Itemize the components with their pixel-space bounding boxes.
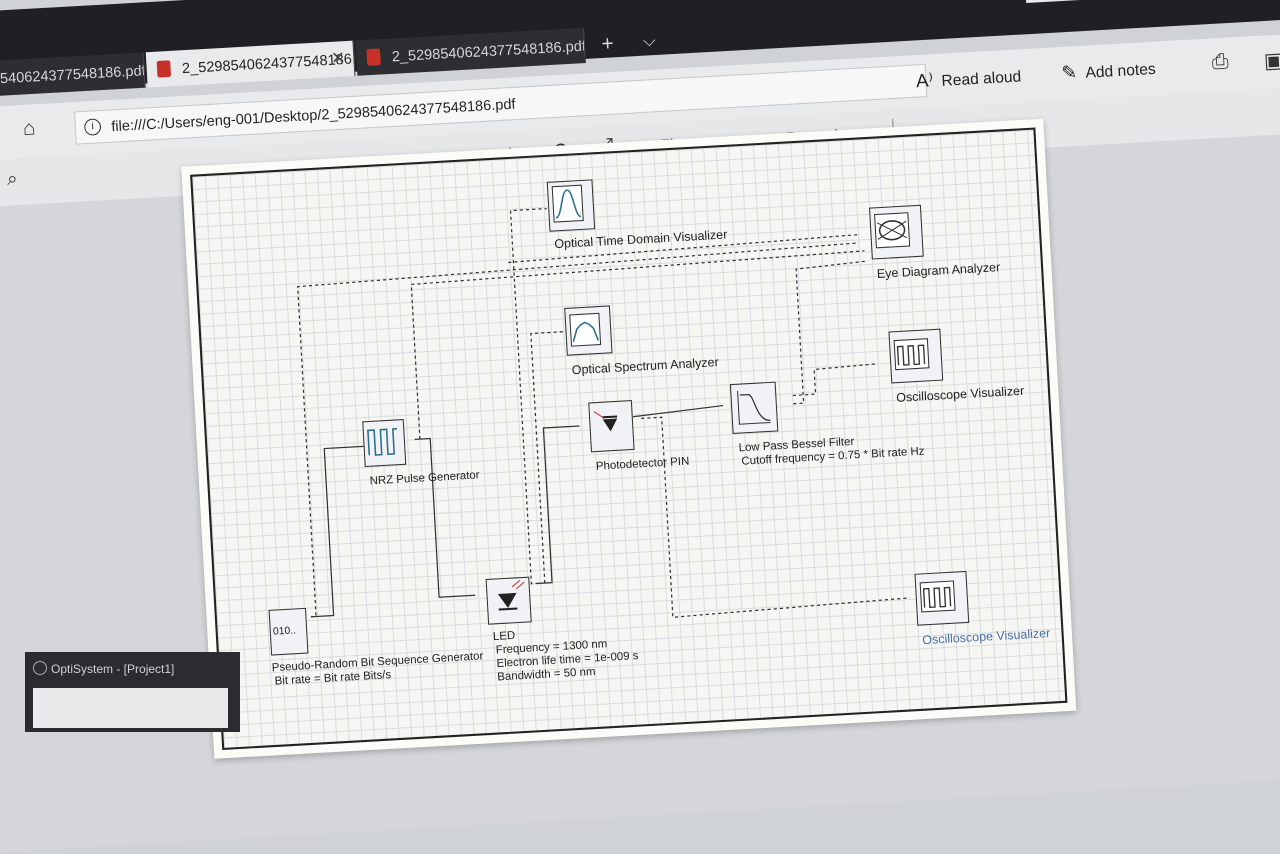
oscilloscope-visualizer-1[interactable] <box>888 328 944 384</box>
close-tab-icon[interactable]: ✕ <box>330 49 346 68</box>
photodetector-pin[interactable] <box>588 400 635 453</box>
led[interactable] <box>485 576 532 625</box>
read-aloud-button[interactable]: A⁾ Read aloud <box>915 60 1022 97</box>
low-pass-bessel-filter[interactable] <box>729 381 779 434</box>
info-icon: i <box>83 118 102 136</box>
favorites-area: ☆ ☰ ⋯ <box>1023 0 1280 4</box>
tab-pdf-1[interactable]: 2_5298540624377548186.pdf <box>0 52 146 101</box>
optical-time-domain-visualizer[interactable] <box>546 179 596 232</box>
wire-led-osa <box>530 331 564 584</box>
wire-led-pin <box>536 425 580 585</box>
wire-nrz-led <box>414 437 476 598</box>
read-aloud-label: Read aloud <box>941 67 1022 91</box>
wire-pin-lpf <box>632 404 724 418</box>
search-icon[interactable]: ⌕ <box>6 167 19 190</box>
browser-window: 2_5298540624377548186.pdf 2_529854062437… <box>0 0 1280 759</box>
spectrum-icon <box>569 312 602 347</box>
home-icon[interactable]: ⌂ <box>22 116 37 141</box>
tab-label: 2_5298540624377548186.pdf <box>181 48 356 77</box>
tab-label: 2_5298540624377548186.pdf <box>0 61 146 90</box>
prbs-generator[interactable]: 010.. <box>268 607 309 656</box>
print-icon[interactable]: ⎙ <box>1211 50 1230 74</box>
optisystem-icon <box>33 661 47 675</box>
prbs-symbol: 010.. <box>272 625 297 638</box>
wiring <box>296 207 910 618</box>
taskbar-preview[interactable]: OptiSystem - [Project1] <box>25 652 240 732</box>
wire-prbs-eye <box>296 242 859 618</box>
pdf-icon <box>366 48 381 66</box>
led-label: LED <box>492 629 516 644</box>
oscilloscope-icon <box>919 580 956 613</box>
eye-diagram-analyzer[interactable] <box>868 204 924 260</box>
wire-nrz-eye <box>410 250 865 440</box>
wire-lpf-eye <box>793 260 869 405</box>
add-notes-label: Add notes <box>1085 60 1157 82</box>
wire-lpf-osc1 <box>792 363 876 397</box>
wire-prbs-nrz <box>310 445 364 618</box>
eye-diagram-icon <box>874 212 911 249</box>
oscilloscope-icon <box>893 338 930 371</box>
preview-thumbnail <box>33 688 228 728</box>
wire-otdv-eye <box>508 233 859 264</box>
oscilloscope-visualizer-2[interactable] <box>914 570 970 626</box>
pdf-icon <box>156 60 172 78</box>
address-text: file:///C:/Users/eng-001/Desktop/2_52985… <box>110 95 516 135</box>
wire-led-otdv <box>509 207 547 585</box>
pdf-page: 010.. Pseudo-Random Bit Sequence Generat… <box>181 118 1077 759</box>
chevron-down-icon[interactable]: ⌵ <box>642 32 657 51</box>
waveform-icon <box>551 184 584 223</box>
save-icon[interactable]: ▣ <box>1263 49 1280 74</box>
optical-spectrum-analyzer[interactable] <box>564 305 613 356</box>
pen-icon: ✎ <box>1060 61 1078 84</box>
read-aloud-icon: A⁾ <box>915 69 934 92</box>
photodiode-icon <box>593 411 618 432</box>
new-tab-icon[interactable]: + <box>600 32 615 56</box>
tab-label: 2_5298540624377548186.pdf <box>391 37 586 65</box>
add-notes-button[interactable]: ✎ Add notes <box>1061 52 1157 88</box>
wire-pin-osc2 <box>641 416 910 618</box>
filter-icon <box>737 390 771 425</box>
led-diode-icon <box>497 579 525 611</box>
nrz-pulse-generator[interactable] <box>362 419 407 468</box>
tab-pdf-2[interactable]: 2_5298540624377548186.pdf ✕ <box>145 40 356 88</box>
tab-pdf-3[interactable]: 2_5298540624377548186.pdf <box>355 27 586 76</box>
optisystem-layout: 010.. Pseudo-Random Bit Sequence Generat… <box>190 127 1068 751</box>
taskbar-preview-title: OptiSystem - [Project1] <box>51 662 175 676</box>
pulse-icon <box>367 428 398 456</box>
